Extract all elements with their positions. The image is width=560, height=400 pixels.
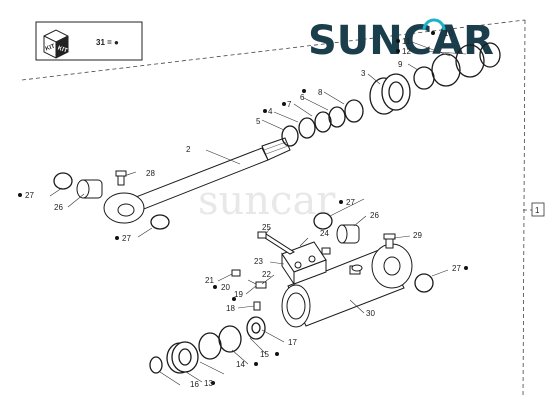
leader-lines <box>49 33 467 386</box>
kit-icon: KIT KIT <box>43 29 69 59</box>
watermark: suncar <box>198 178 336 224</box>
callout-18: 18 <box>226 304 235 313</box>
callout-6: 6 <box>300 93 305 102</box>
kit-box-label: 31 = ● <box>96 38 119 47</box>
callout-labels: 2 3 4 5 6 7 8 9 10 11 12 13 14 15 16 17 … <box>25 29 461 389</box>
callout-23: 23 <box>254 257 263 266</box>
reference-marker: 1 <box>531 202 545 217</box>
callout-29: 29 <box>413 231 422 240</box>
callout-3: 3 <box>361 69 366 78</box>
callout-12: 12 <box>402 47 411 56</box>
cylinder-tube <box>281 233 413 328</box>
logo-text: SUNCAR <box>308 18 494 64</box>
callout-26-upper: 26 <box>54 203 63 212</box>
upper-bushing-group <box>53 172 170 230</box>
kit-dots <box>18 31 468 385</box>
assembly-boundary <box>21 19 532 399</box>
reference-marker-label: 1 <box>535 206 540 215</box>
callout-10: 10 <box>444 29 453 38</box>
callout-11: 11 <box>402 37 411 46</box>
callout-27-lower-left: 27 <box>346 198 355 207</box>
piston-rod <box>103 137 291 224</box>
callout-27-upper-left: 27 <box>25 191 34 200</box>
callout-4: 4 <box>268 107 273 116</box>
valve-block <box>231 231 331 289</box>
callout-14: 14 <box>236 360 245 369</box>
callout-19: 19 <box>234 290 243 299</box>
lower-bushing-group <box>313 212 434 293</box>
kit-box: KIT KIT 31 = ● <box>35 21 143 61</box>
svg-text:KIT: KIT <box>45 44 56 53</box>
head-seal-stack <box>149 301 266 374</box>
callout-26-lower: 26 <box>370 211 379 220</box>
piston-seal-stack <box>281 42 501 147</box>
callout-27-upper-right: 27 <box>122 234 131 243</box>
callout-17: 17 <box>288 338 297 347</box>
callout-22: 22 <box>262 270 271 279</box>
callout-27-lower-right: 27 <box>452 264 461 273</box>
callout-5: 5 <box>256 117 261 126</box>
callout-24: 24 <box>320 229 329 238</box>
suncar-logo: SUNCAR <box>308 18 494 64</box>
svg-text:KIT: KIT <box>57 45 68 54</box>
callout-7: 7 <box>287 100 292 109</box>
callout-15: 15 <box>260 350 269 359</box>
callout-8: 8 <box>318 88 323 97</box>
callout-30: 30 <box>366 309 375 318</box>
callout-20: 20 <box>221 283 230 292</box>
callout-28: 28 <box>146 169 155 178</box>
callout-25: 25 <box>262 223 271 232</box>
callout-13: 13 <box>204 379 213 388</box>
callout-2: 2 <box>186 145 191 154</box>
callout-21: 21 <box>205 276 214 285</box>
callout-16: 16 <box>190 380 199 389</box>
callout-9: 9 <box>398 60 403 69</box>
